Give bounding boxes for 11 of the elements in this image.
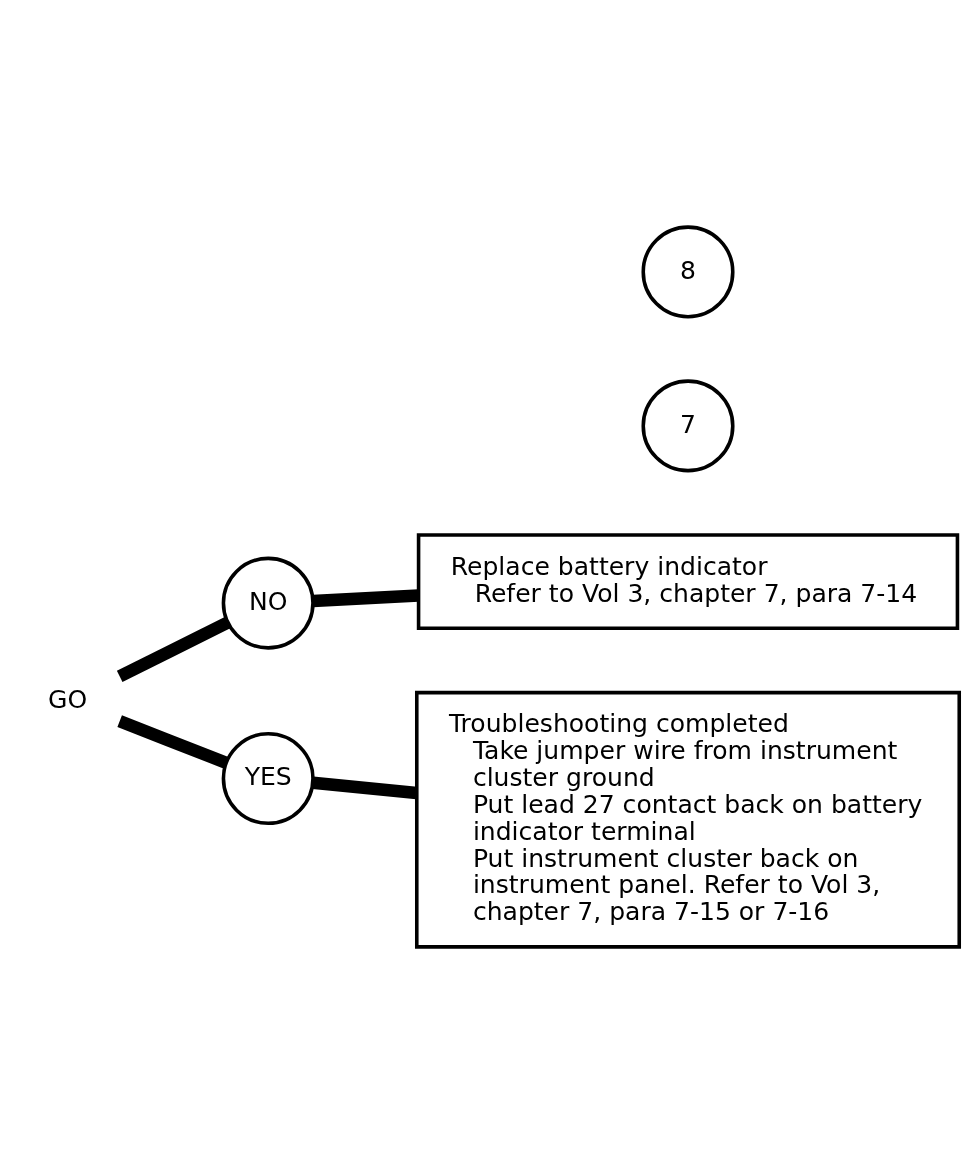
node-box: Troubleshooting completed Take jumper wire from instrument cluster ground Put lead 27 contact back on battery indicator terminal Put instrument cluster back on instrument panel. Refer to Vol 3, chapter 7, para 7-15 or 7-16 — [415, 690, 961, 949]
node-text: GO — [48, 685, 88, 715]
connector — [116, 616, 231, 683]
node-circle: 8 — [641, 225, 735, 319]
node-box: Replace battery indicator Refer to Vol 3, chapter 7, para 7-14 — [416, 533, 960, 630]
connector — [117, 715, 229, 769]
connector — [312, 589, 419, 608]
node-circle: NO — [221, 556, 315, 650]
node-circle: YES — [221, 732, 315, 826]
connector — [312, 776, 418, 800]
node-circle: 7 — [641, 379, 735, 473]
